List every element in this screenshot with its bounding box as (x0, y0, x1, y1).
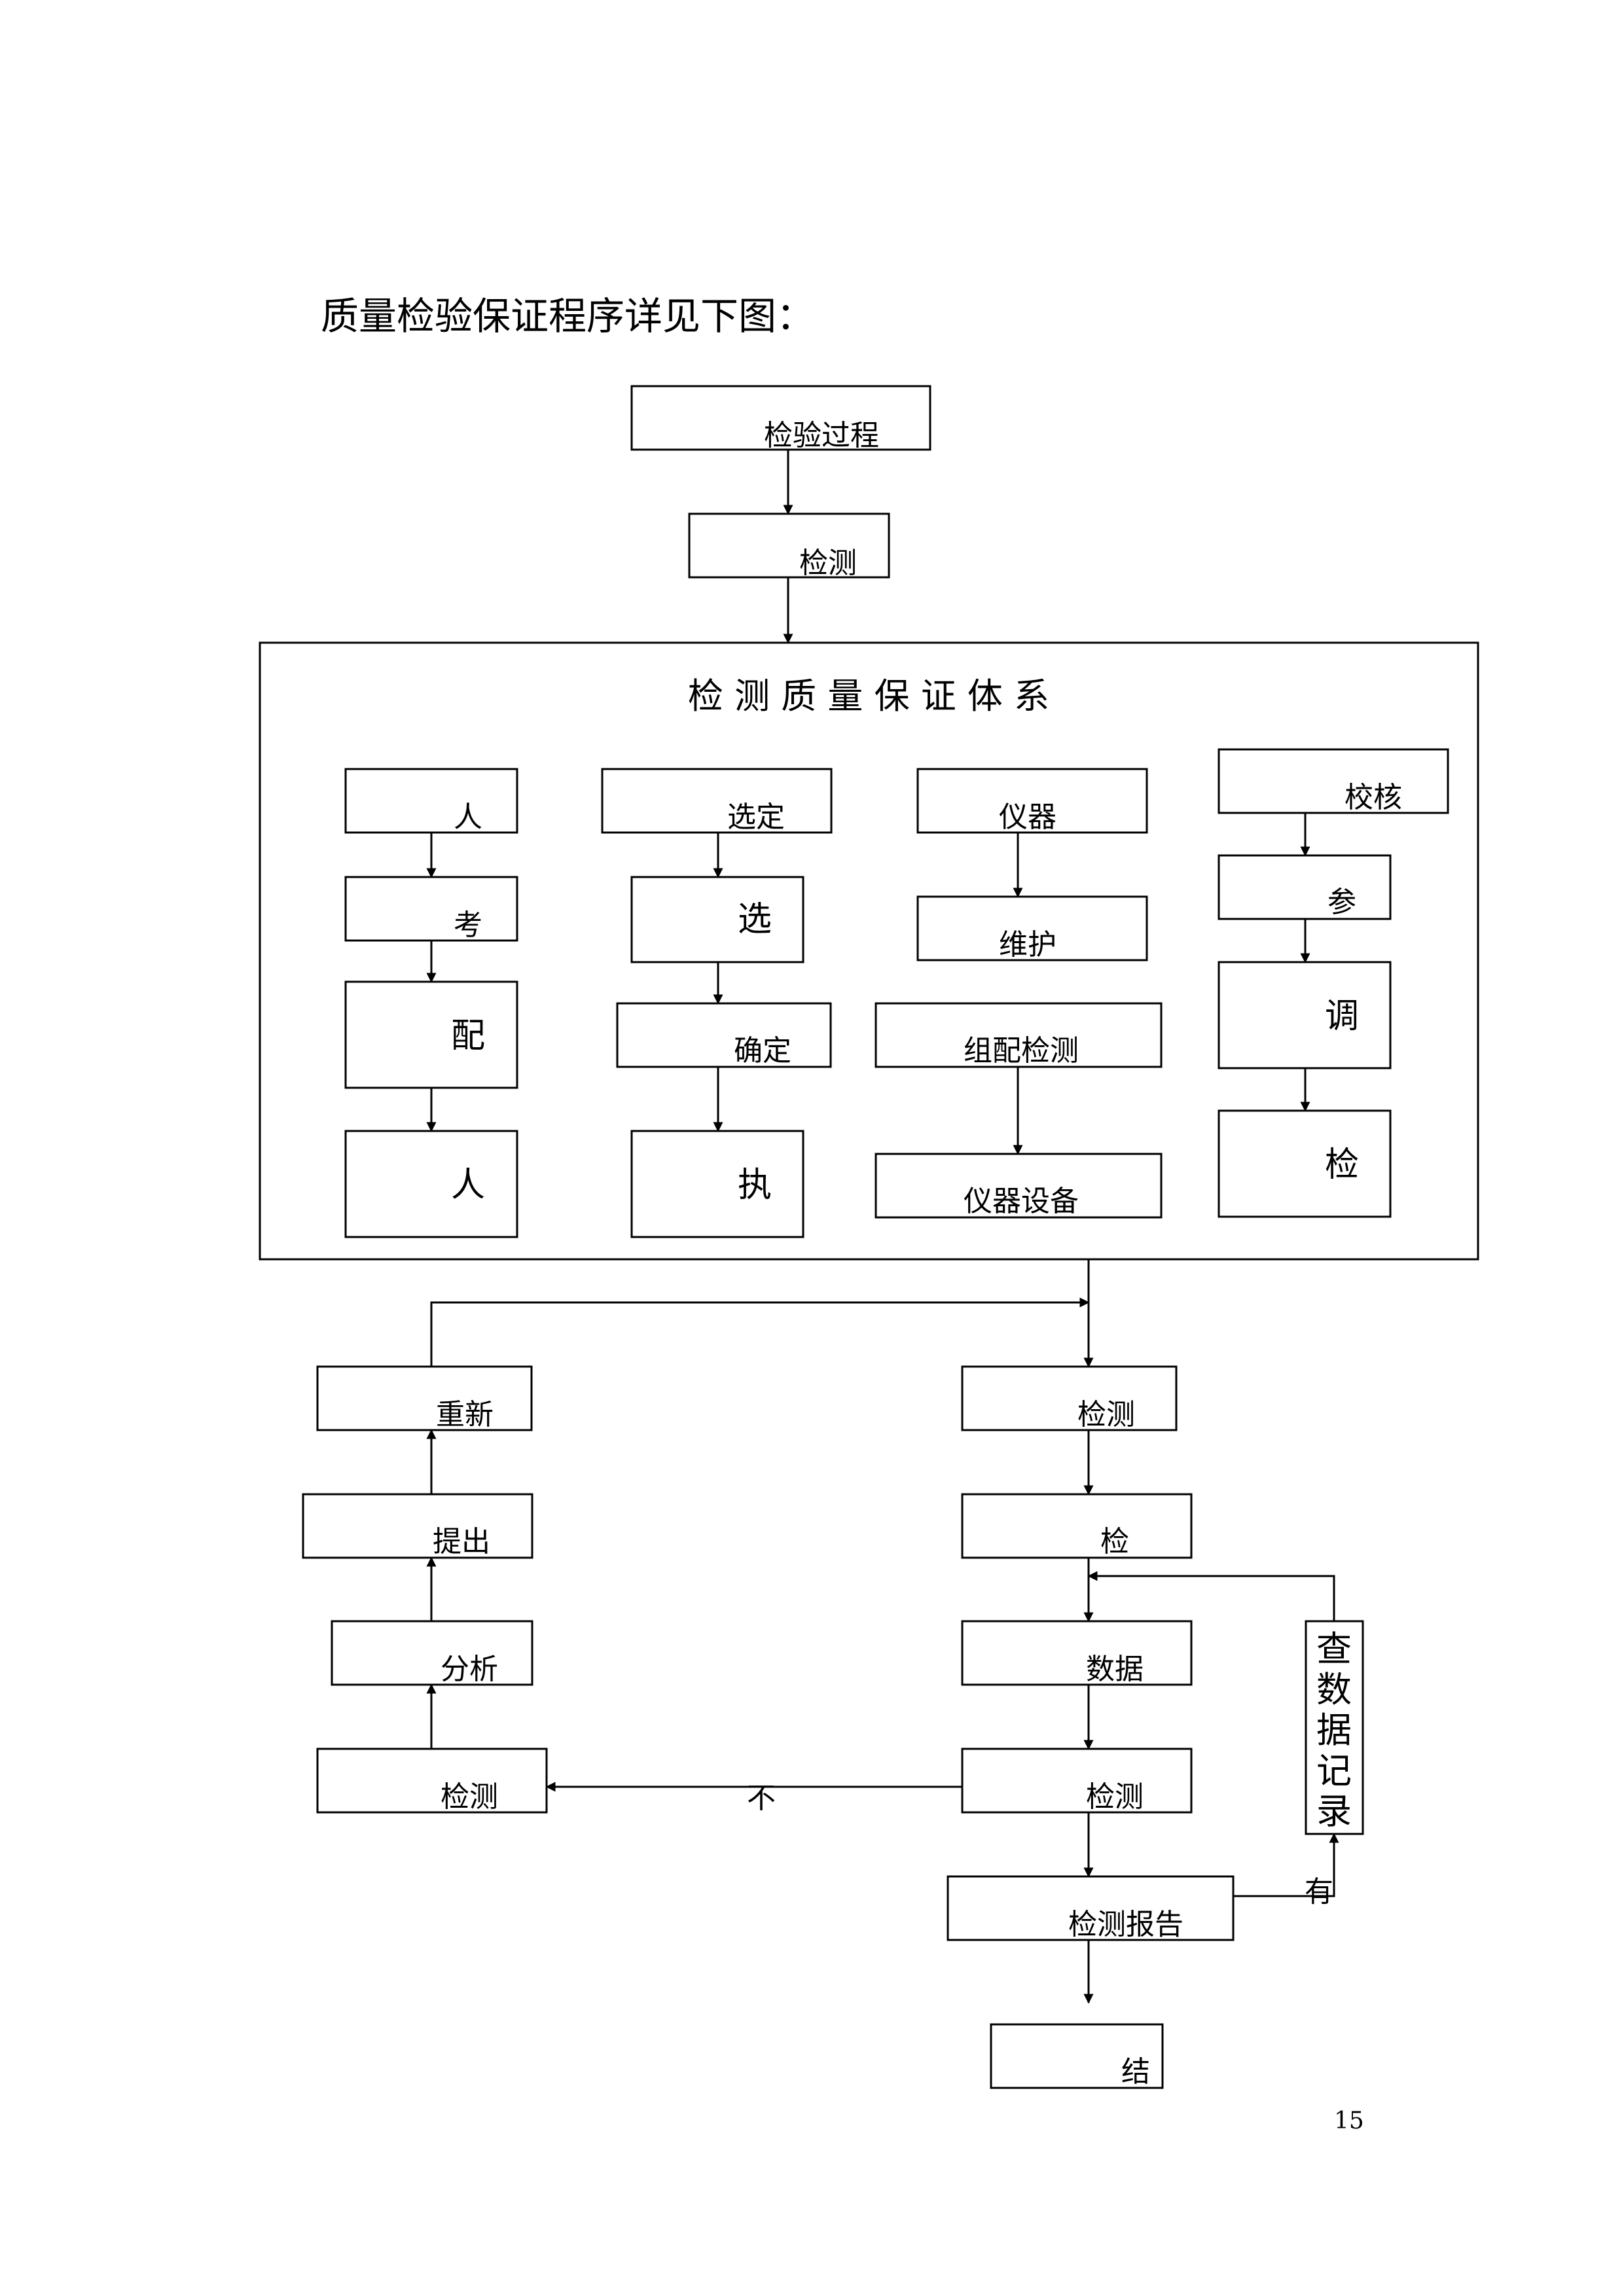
node-data-label: 数据 (1086, 1653, 1144, 1686)
node-instrument-equipment-label: 仪器设备 (964, 1185, 1079, 1218)
edge-label-yes: 有 (1305, 1875, 1333, 1909)
node-assessment-label: 考 (454, 908, 482, 942)
edge-check-to-data (1087, 1571, 1335, 1621)
node-inspection-process: 检验过程 (630, 385, 931, 452)
node-check-bottom-label: 检 (1325, 1145, 1359, 1185)
node-inspection-fail: 检测 (316, 1748, 548, 1814)
node-maintenance-label: 维护 (999, 928, 1056, 961)
node-redo-label: 重新 (436, 1398, 494, 1431)
edge-report-to-check (1233, 1833, 1339, 1897)
node-analysis: 分析 (331, 1620, 533, 1686)
node-select-determine-label: 选定 (727, 800, 785, 834)
node-select-determine: 选定 (601, 768, 833, 834)
node-assemble-inspection-label: 组配检测 (964, 1034, 1079, 1067)
node-allocation: 配 (344, 980, 518, 1089)
node-redo: 重新 (316, 1365, 533, 1431)
system-title: 检 测 质 量 保 证 体 系 (688, 675, 1049, 717)
node-instrument: 仪器 (916, 768, 1148, 834)
node-calibration: 校核 (1218, 748, 1449, 814)
node-inspection-2: 检测 (961, 1365, 1178, 1431)
node-assessment: 考 (344, 876, 518, 942)
node-inspection-result: 检测 (961, 1748, 1193, 1814)
node-inspection-label: 检测 (799, 547, 857, 580)
node-confirm-label: 确定 (734, 1034, 791, 1067)
node-adjust: 调 (1218, 961, 1392, 1069)
node-execute: 执 (630, 1130, 804, 1238)
node-check-label: 检 (1100, 1525, 1129, 1558)
node-check-bottom: 检 (1218, 1109, 1392, 1218)
node-calibration-label: 校核 (1344, 781, 1402, 814)
node-inspection-report: 检测报告 (947, 1875, 1235, 1941)
node-parameter: 参 (1218, 854, 1392, 920)
node-maintenance: 维护 (916, 895, 1148, 961)
node-personnel-bottom: 人 (344, 1130, 518, 1238)
node-inspection-result-label: 检测 (1086, 1780, 1144, 1814)
node-personnel-bottom-label: 人 (451, 1166, 485, 1205)
node-adjust-label: 调 (1325, 997, 1359, 1036)
node-check: 检 (961, 1493, 1193, 1559)
node-personnel-top: 人 (344, 768, 518, 834)
node-assemble-inspection: 组配检测 (875, 1002, 1163, 1068)
node-conclusion-label: 结 (1121, 2055, 1150, 2089)
node-inspection-fail-label: 检测 (441, 1780, 498, 1814)
node-instrument-label: 仪器 (999, 800, 1056, 834)
node-inspection-process-label: 检验过程 (764, 419, 879, 452)
quality-assurance-system: 检 测 质 量 保 证 体 系 (259, 641, 1479, 1261)
node-inspection-report-label: 检测报告 (1068, 1908, 1183, 1941)
page-number: 15 (1334, 2108, 1364, 2134)
node-inspection: 检测 (688, 512, 890, 580)
node-select: 选 (630, 876, 804, 963)
node-data: 数据 (961, 1620, 1193, 1686)
node-check-data-records: 查数据记录 (1305, 1620, 1364, 1835)
node-conclusion: 结 (990, 2023, 1164, 2089)
node-confirm: 确定 (616, 1002, 832, 1068)
node-allocation-label: 配 (451, 1016, 485, 1056)
node-instrument-equipment: 仪器设备 (875, 1153, 1163, 1219)
node-parameter-label: 参 (1327, 886, 1356, 919)
node-propose-label: 提出 (433, 1525, 490, 1558)
node-propose: 提出 (302, 1493, 533, 1559)
node-personnel-top-label: 人 (454, 800, 482, 834)
node-analysis-label: 分析 (441, 1653, 498, 1686)
edge-redo-loop (430, 1297, 1090, 1367)
intro-text: 质量检验保证程序详见下图： (321, 294, 815, 338)
node-select-label: 选 (738, 900, 772, 939)
node-execute-label: 执 (738, 1166, 772, 1205)
node-inspection-2-label: 检测 (1077, 1398, 1135, 1431)
edge-label-fail: 不 (747, 1782, 776, 1815)
node-check-data-records-label: 查数据记录 (1316, 1628, 1352, 1832)
